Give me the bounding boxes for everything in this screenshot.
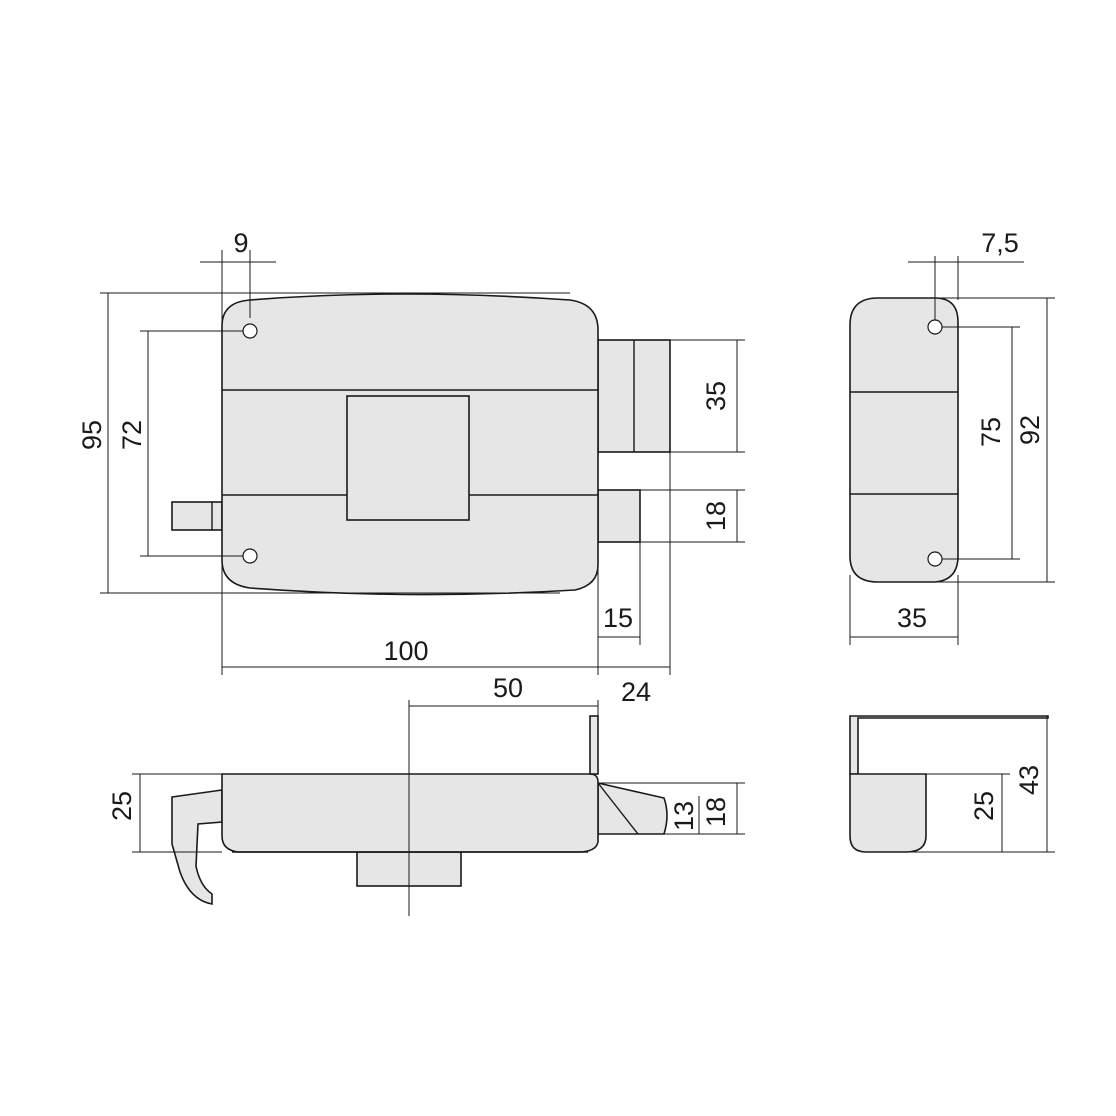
dim-latch-end-outer: 18 <box>701 797 731 827</box>
dim-body-thickness: 25 <box>107 791 137 821</box>
dim-body-width: 100 <box>383 636 428 666</box>
dim-latch-end-inner: 13 <box>669 801 699 831</box>
end-dimensions <box>906 716 1055 853</box>
mount-hole-top <box>242 323 258 339</box>
front-handle-stub <box>171 501 223 531</box>
side-dimension-labels: 7,5 75 92 35 <box>897 228 1045 633</box>
lock-body-top <box>221 773 599 853</box>
dim-cylinder-offset: 50 <box>493 673 523 703</box>
top-view <box>171 715 668 905</box>
lock-body-side <box>849 297 959 583</box>
side-hole-top <box>927 319 943 335</box>
front-dimension-labels: 9 95 72 35 18 15 100 24 <box>77 228 731 707</box>
front-view <box>171 293 671 596</box>
top-dimension-labels: 50 25 13 18 <box>107 673 731 831</box>
dim-overall-height: 95 <box>77 420 107 450</box>
dim-bolt-throw: 24 <box>621 677 651 707</box>
cylinder-face <box>346 395 470 521</box>
dim-side-height: 92 <box>1015 415 1045 445</box>
dim-hole-spacing: 72 <box>117 420 147 450</box>
top-dimensions <box>132 700 745 916</box>
dim-hole-offset: 9 <box>233 228 248 258</box>
dim-side-depth: 35 <box>897 603 927 633</box>
hook-handle <box>171 789 223 905</box>
end-dimension-labels: 25 43 <box>969 765 1044 821</box>
mount-hole-bottom <box>242 548 258 564</box>
latch-block <box>597 489 641 543</box>
side-dimensions <box>849 256 1055 645</box>
dim-latch-height: 18 <box>701 501 731 531</box>
dim-end-thickness: 25 <box>969 791 999 821</box>
dim-side-hole-spacing: 75 <box>976 417 1006 447</box>
dim-bolt-height: 35 <box>701 381 731 411</box>
cover-flange <box>589 715 599 775</box>
side-view <box>849 297 959 583</box>
dim-side-hole-offset: 7,5 <box>981 228 1019 258</box>
end-body <box>849 773 927 853</box>
front-dimensions <box>100 250 745 675</box>
dim-end-total: 43 <box>1014 765 1044 795</box>
dim-latch-throw: 15 <box>603 603 633 633</box>
side-hole-bottom <box>927 551 943 567</box>
